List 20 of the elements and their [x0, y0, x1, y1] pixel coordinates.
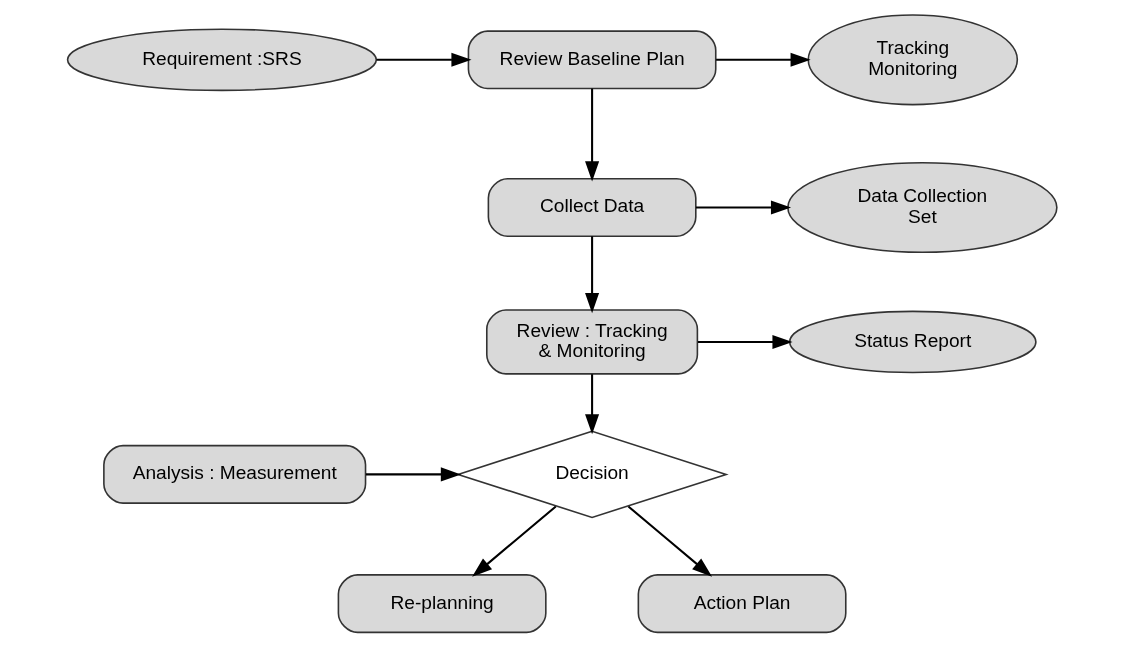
- arrow: [584, 88, 599, 182]
- arrow: [584, 236, 599, 314]
- node-box: Action Plan: [637, 574, 847, 634]
- arrow: [695, 200, 791, 215]
- node-box: Collect Data: [487, 177, 697, 237]
- arrow: [376, 52, 472, 67]
- arrow: [697, 334, 793, 349]
- node-ellipse: Requirement :SRS: [66, 28, 377, 92]
- node-ellipse: Tracking Monitoring: [806, 14, 1018, 106]
- arrow: [584, 374, 599, 435]
- node-box: Re-planning: [337, 574, 547, 634]
- node-box: Review : Tracking & Monitoring: [485, 309, 698, 375]
- arrow: [627, 505, 712, 577]
- arrow: [715, 52, 811, 67]
- arrow: [365, 467, 461, 482]
- arrow: [471, 505, 556, 577]
- node-ellipse: Status Report: [788, 310, 1037, 374]
- node-ellipse: Data Collection Set: [786, 161, 1058, 254]
- node-box: Review Baseline Plan: [467, 30, 717, 90]
- node-box: Analysis : Measurement: [102, 444, 366, 504]
